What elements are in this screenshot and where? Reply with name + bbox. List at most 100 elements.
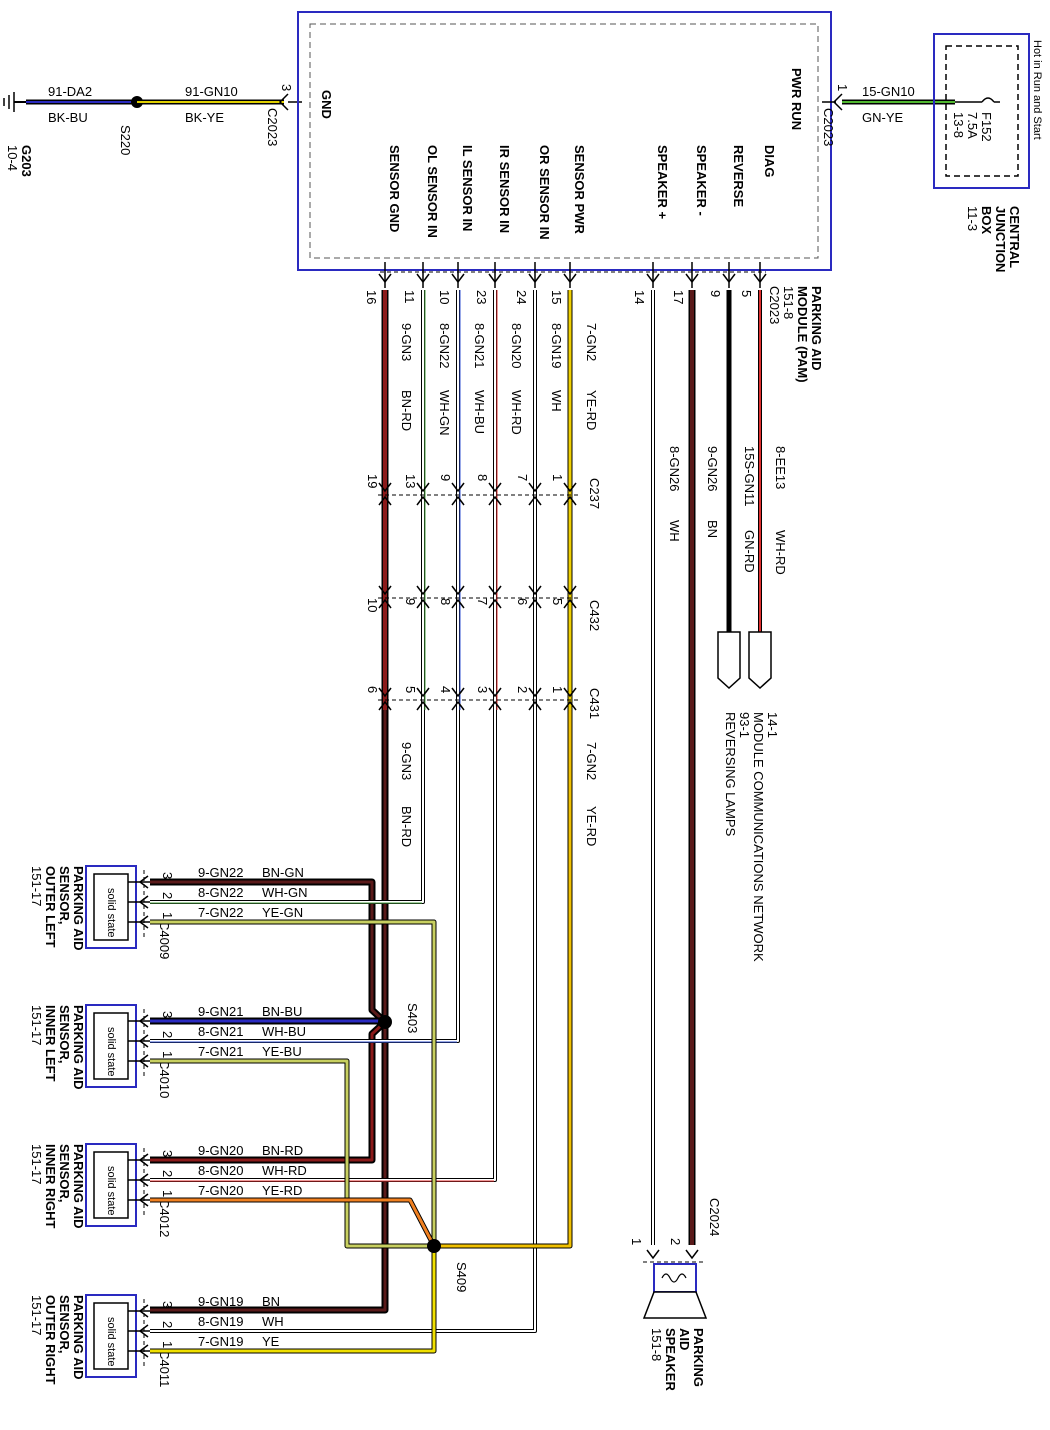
svg-text:2: 2 <box>160 1170 175 1177</box>
svg-text:solid state: solid state <box>105 888 117 938</box>
sensor-body-label: solid state <box>105 1317 117 1367</box>
sensor-wire-color: YE <box>262 1334 280 1349</box>
svg-text:WH-RD: WH-RD <box>509 390 524 435</box>
svg-text:3: 3 <box>160 1150 175 1157</box>
svg-text:IL SENSOR IN: IL SENSOR IN <box>460 145 475 231</box>
c431-pin: 6 <box>365 686 380 693</box>
pam-pin-arrow <box>646 262 660 288</box>
svg-text:8-EE13: 8-EE13 <box>773 446 788 489</box>
sensor-wire-color: YE-GN <box>262 905 303 920</box>
ground-label: G203 <box>19 145 34 177</box>
sensor-wire-color: WH <box>262 1314 284 1329</box>
svg-text:9: 9 <box>708 290 723 297</box>
harness-circuit-label: 8-GN20 <box>509 323 524 369</box>
sensor-connector: C4011 <box>157 1350 172 1387</box>
sensor-name: 151-17 <box>29 1295 44 1335</box>
c431-pin: 2 <box>515 686 530 693</box>
harness-color-label: YE-RD <box>584 390 599 430</box>
svg-text:C4012: C4012 <box>157 1199 172 1237</box>
pam-pin-arrow <box>378 262 392 288</box>
svg-text:3: 3 <box>279 84 294 91</box>
right-wire-labels: 8-GN26 WH 9-GN26 BN 15S-GN11 GN-RD 8-EE1… <box>667 446 788 575</box>
fuse-symbol <box>955 97 1000 103</box>
pam-pin-arrow <box>563 262 577 288</box>
pam-pin-label: SPEAKER - <box>694 145 709 216</box>
sensor-wire-circuit: 7-GN19 <box>198 1334 244 1349</box>
pam-pin-arrow <box>753 262 767 288</box>
svg-text:4: 4 <box>438 686 453 693</box>
svg-text:C431: C431 <box>587 688 602 719</box>
sensor-wire-circuit: 8-GN19 <box>198 1314 244 1329</box>
sensor-name: SENSOR, <box>57 1144 72 1203</box>
fuse-rating: 7.5A <box>965 112 980 139</box>
sensor-pin: 2 <box>160 1031 175 1038</box>
svg-text:9-GN3: 9-GN3 <box>399 323 414 361</box>
svg-text:YE-RD: YE-RD <box>584 806 599 846</box>
pam-gnd-pin: 3 <box>279 84 294 91</box>
svg-text:PARKING AID: PARKING AID <box>71 1295 86 1380</box>
svg-text:PARKING AID: PARKING AID <box>809 286 824 371</box>
svg-text:C2023: C2023 <box>265 108 280 146</box>
speaker-connector-label: C2024 <box>707 1198 722 1236</box>
c432-pin: 9 <box>403 598 418 605</box>
sensor-pin: 2 <box>160 1170 175 1177</box>
pam-connector-bottom: C2023 <box>767 286 782 324</box>
svg-text:S403: S403 <box>405 1003 420 1033</box>
sensor-wire-circuit: 8-GN20 <box>198 1163 244 1178</box>
pam-pin-arrow <box>416 262 430 288</box>
pam-pin-label: OR SENSOR IN <box>537 145 552 240</box>
pam-gnd-label: GND <box>319 90 334 119</box>
svg-text:151-8: 151-8 <box>781 286 796 319</box>
splice-s403-label: S403 <box>405 1003 420 1033</box>
c432-pin: 10 <box>365 598 380 612</box>
harness-circuit-label: 9-GN3 <box>399 323 414 361</box>
harness-color-label: WH-GN <box>437 390 452 436</box>
c431-pin: 1 <box>550 686 565 693</box>
pam-pin-label: DIAG <box>762 145 777 178</box>
svg-text:WH-RD: WH-RD <box>773 530 788 575</box>
sensor-wire-color: BN <box>262 1294 280 1309</box>
sensor-pin: 3 <box>160 872 175 879</box>
svg-text:6: 6 <box>515 598 530 605</box>
svg-text:SPEAKER +: SPEAKER + <box>655 145 670 219</box>
svg-text:REVERSING LAMPS: REVERSING LAMPS <box>723 712 738 837</box>
svg-text:5: 5 <box>739 290 754 297</box>
sensor-pin: 3 <box>160 1150 175 1157</box>
svg-text:2: 2 <box>515 686 530 693</box>
speaker-pin1: 1 <box>629 1238 644 1245</box>
svg-text:REVERSE: REVERSE <box>731 145 746 207</box>
svg-text:9: 9 <box>403 598 418 605</box>
pam-pin-label: SPEAKER + <box>655 145 670 219</box>
splice-s409-label: S409 <box>454 1262 469 1292</box>
sensor-body <box>93 1012 129 1080</box>
svg-text:2: 2 <box>160 1321 175 1328</box>
pam-pin-number: 10 <box>437 290 452 304</box>
sensor-wire-circuit: 7-GN21 <box>198 1044 244 1059</box>
harness-circuit-label: 8-GN19 <box>549 323 564 369</box>
svg-text:1: 1 <box>550 474 565 481</box>
pam-name: PARKING AID MODULE (PAM) 151-8 <box>781 286 824 383</box>
c237-pin: 1 <box>550 474 565 481</box>
sensor-pin: 3 <box>160 1011 175 1018</box>
svg-text:MODULE COMMUNICATIONS NETWORK: MODULE COMMUNICATIONS NETWORK <box>751 712 766 962</box>
sensor-body <box>93 1302 129 1370</box>
wire-color-bk-ye: BK-YE <box>185 110 224 125</box>
sensor-body-label: solid state <box>105 1027 117 1077</box>
wire-8-gn20 <box>150 710 497 1182</box>
harness-color-label: WH-RD <box>509 390 524 435</box>
sensor-wire-circuit: 9-GN22 <box>198 865 244 880</box>
svg-text:8: 8 <box>475 474 490 481</box>
harness-color-label: BN-RD <box>399 390 414 431</box>
svg-text:15S-GN11: 15S-GN11 <box>742 446 757 506</box>
svg-text:solid state: solid state <box>105 1166 117 1216</box>
svg-text:solid state: solid state <box>105 1317 117 1367</box>
svg-text:8: 8 <box>438 598 453 605</box>
svg-text:WH: WH <box>549 390 564 412</box>
reverse-offpage-connector <box>717 631 741 690</box>
svg-text:10: 10 <box>365 598 380 612</box>
ground-symbol <box>3 92 26 112</box>
svg-text:WH: WH <box>667 520 682 542</box>
svg-text:1: 1 <box>629 1238 644 1245</box>
pam-pin-label: REVERSE <box>731 145 746 207</box>
